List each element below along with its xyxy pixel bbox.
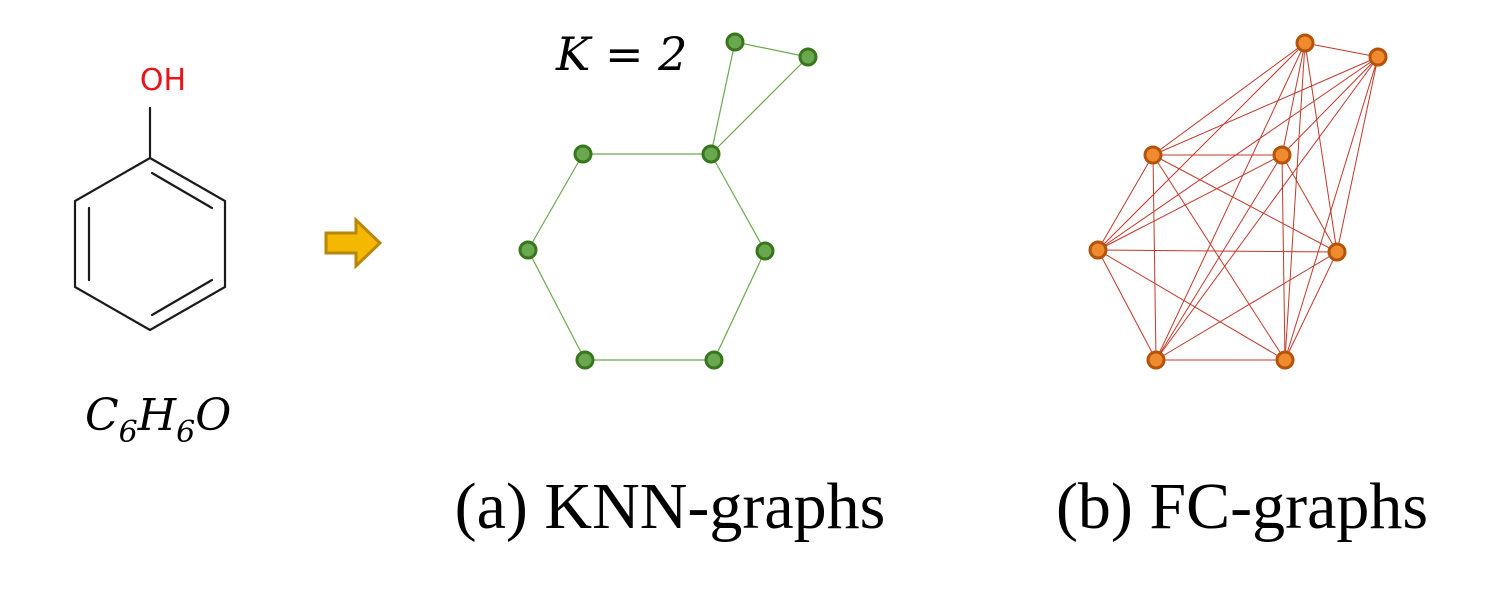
- oh-label: OH: [140, 63, 186, 98]
- k-parameter-label: K = 2: [555, 27, 687, 81]
- knn-edge-3: [527, 249, 586, 361]
- formula-oxygen: O: [195, 390, 231, 441]
- knn-node-2: [704, 350, 724, 370]
- formula-hydrogen: H: [137, 390, 178, 441]
- inner-double-bond-2: [150, 278, 214, 317]
- knn-node-1: [755, 241, 775, 261]
- fc-edge-5: [1281, 42, 1306, 156]
- fc-edges: [1097, 42, 1379, 361]
- fc-nodes: [1088, 33, 1388, 370]
- benzene-ring: [73, 156, 227, 332]
- fc-edge-12: [1336, 56, 1379, 253]
- molecular-formula: C6H6O: [85, 390, 231, 450]
- fc-edge-24: [1097, 56, 1379, 251]
- fc-node-5: [1143, 145, 1163, 165]
- fc-node-2: [1275, 350, 1295, 370]
- fc-edge-8: [1155, 251, 1338, 361]
- right-arrow-icon: [324, 216, 383, 270]
- knn-caption: (a) KNN-graphs: [455, 470, 886, 543]
- fc-node-0: [1272, 145, 1292, 165]
- fc-edge-7: [1284, 251, 1338, 361]
- fc-edge-3: [1097, 154, 1283, 251]
- formula-hydrogen-count: 6: [176, 415, 195, 450]
- fc-node-3: [1146, 350, 1166, 370]
- fc-edge-19: [1152, 154, 1157, 361]
- fc-node-4: [1088, 240, 1108, 260]
- knn-nodes: [518, 32, 818, 370]
- phenol-structure: OH: [73, 63, 227, 332]
- fc-node-6: [1295, 33, 1315, 53]
- knn-node-3: [575, 350, 595, 370]
- fc-edge-10: [1152, 154, 1338, 253]
- knn-node-5: [573, 144, 593, 164]
- fc-edge-27: [1304, 42, 1379, 58]
- knn-edges: [527, 41, 809, 361]
- fc-node-7: [1368, 47, 1388, 67]
- fc-edge-9: [1097, 249, 1338, 253]
- fc-edge-21: [1155, 56, 1379, 361]
- formula-carbon: C: [85, 390, 119, 441]
- fc-edge-22: [1097, 154, 1154, 251]
- fc-edge-23: [1097, 42, 1306, 251]
- knn-edge-6: [710, 41, 736, 155]
- fc-caption: (b) FC-graphs: [1056, 470, 1428, 543]
- fc-edge-25: [1152, 42, 1306, 156]
- inner-double-bond-1: [150, 171, 214, 210]
- fc-edge-1: [1281, 154, 1286, 361]
- knn-node-4: [518, 240, 538, 260]
- fc-edge-6: [1281, 56, 1379, 156]
- fc-edge-20: [1155, 42, 1306, 361]
- knn-edge-8: [710, 56, 809, 155]
- fc-edge-15: [1152, 154, 1286, 361]
- formula-carbon-count: 6: [119, 415, 138, 450]
- fc-edge-11: [1304, 42, 1338, 253]
- knn-edge-1: [713, 250, 766, 361]
- fc-node-1: [1327, 242, 1347, 262]
- fc-edge-14: [1097, 249, 1286, 361]
- fc-edge-17: [1284, 56, 1379, 361]
- fc-edge-18: [1097, 249, 1157, 361]
- fc-edge-26: [1152, 56, 1379, 156]
- knn-node-7: [798, 47, 818, 67]
- knn-edge-7: [734, 41, 809, 58]
- knn-edge-0: [710, 153, 766, 252]
- fc-edge-0: [1281, 154, 1338, 253]
- knn-node-6: [725, 32, 745, 52]
- fc-edge-16: [1284, 42, 1306, 361]
- knn-edge-4: [527, 153, 584, 251]
- knn-node-0: [701, 144, 721, 164]
